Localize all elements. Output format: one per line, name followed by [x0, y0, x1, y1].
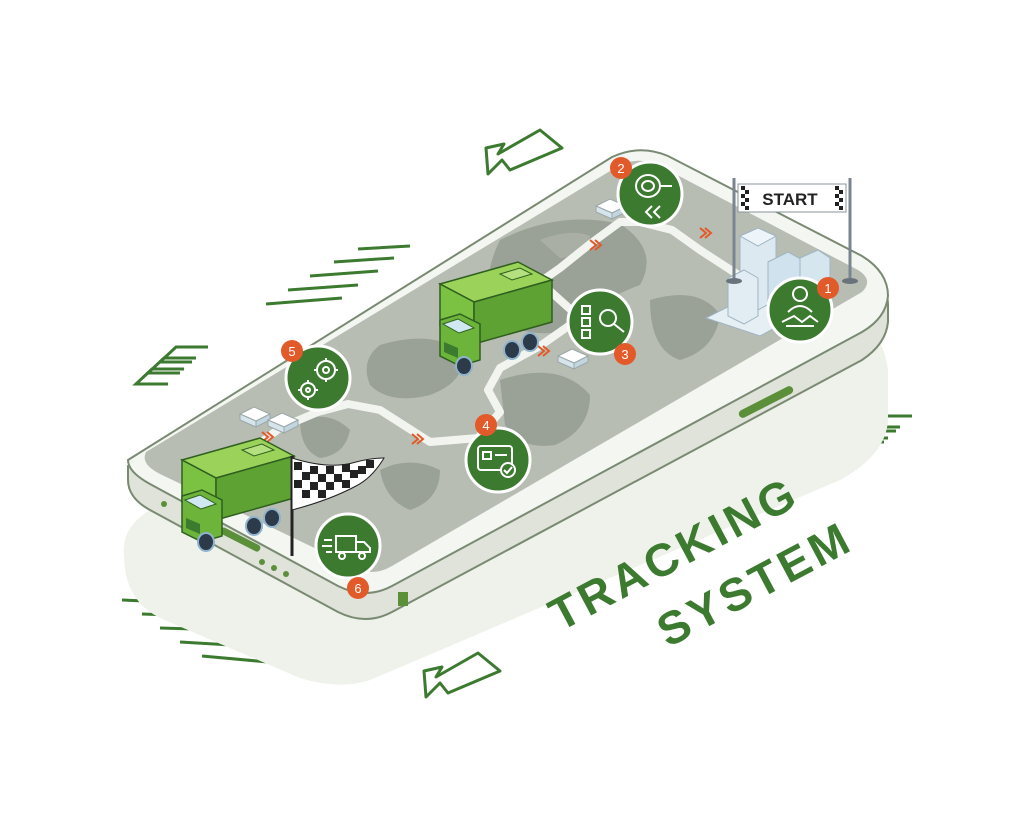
speed-lines-top-left	[265, 244, 411, 306]
step-1-number: 1	[824, 281, 831, 296]
step-4-number: 4	[482, 418, 489, 433]
step-1-node[interactable]: 1	[766, 276, 839, 344]
step-2-number: 2	[617, 161, 624, 176]
payment-card-check-icon	[477, 445, 516, 478]
step-5-node[interactable]: 5	[281, 340, 352, 412]
step-3-node[interactable]: 3	[566, 288, 636, 365]
arrow-top-icon	[484, 128, 564, 176]
fast-delivery-truck-icon	[322, 535, 371, 560]
finish-flag	[290, 456, 385, 556]
step-3-number: 3	[621, 347, 628, 362]
start-label: START	[762, 190, 818, 209]
handshake-manager-icon	[781, 286, 819, 327]
checklist-magnifier-icon	[581, 305, 625, 339]
tape-roll-rewind-icon	[635, 174, 672, 219]
step-2-node[interactable]: 2	[610, 157, 684, 228]
step-4-node[interactable]: 4	[464, 414, 532, 494]
step-5-number: 5	[288, 344, 295, 359]
gears-icon	[298, 358, 338, 400]
step-6-node[interactable]: 6	[314, 512, 382, 599]
start-banner: START	[726, 178, 858, 284]
chevron-left-icon	[132, 345, 208, 386]
arrow-bottom-icon	[422, 651, 502, 699]
step-6-number: 6	[354, 581, 361, 596]
